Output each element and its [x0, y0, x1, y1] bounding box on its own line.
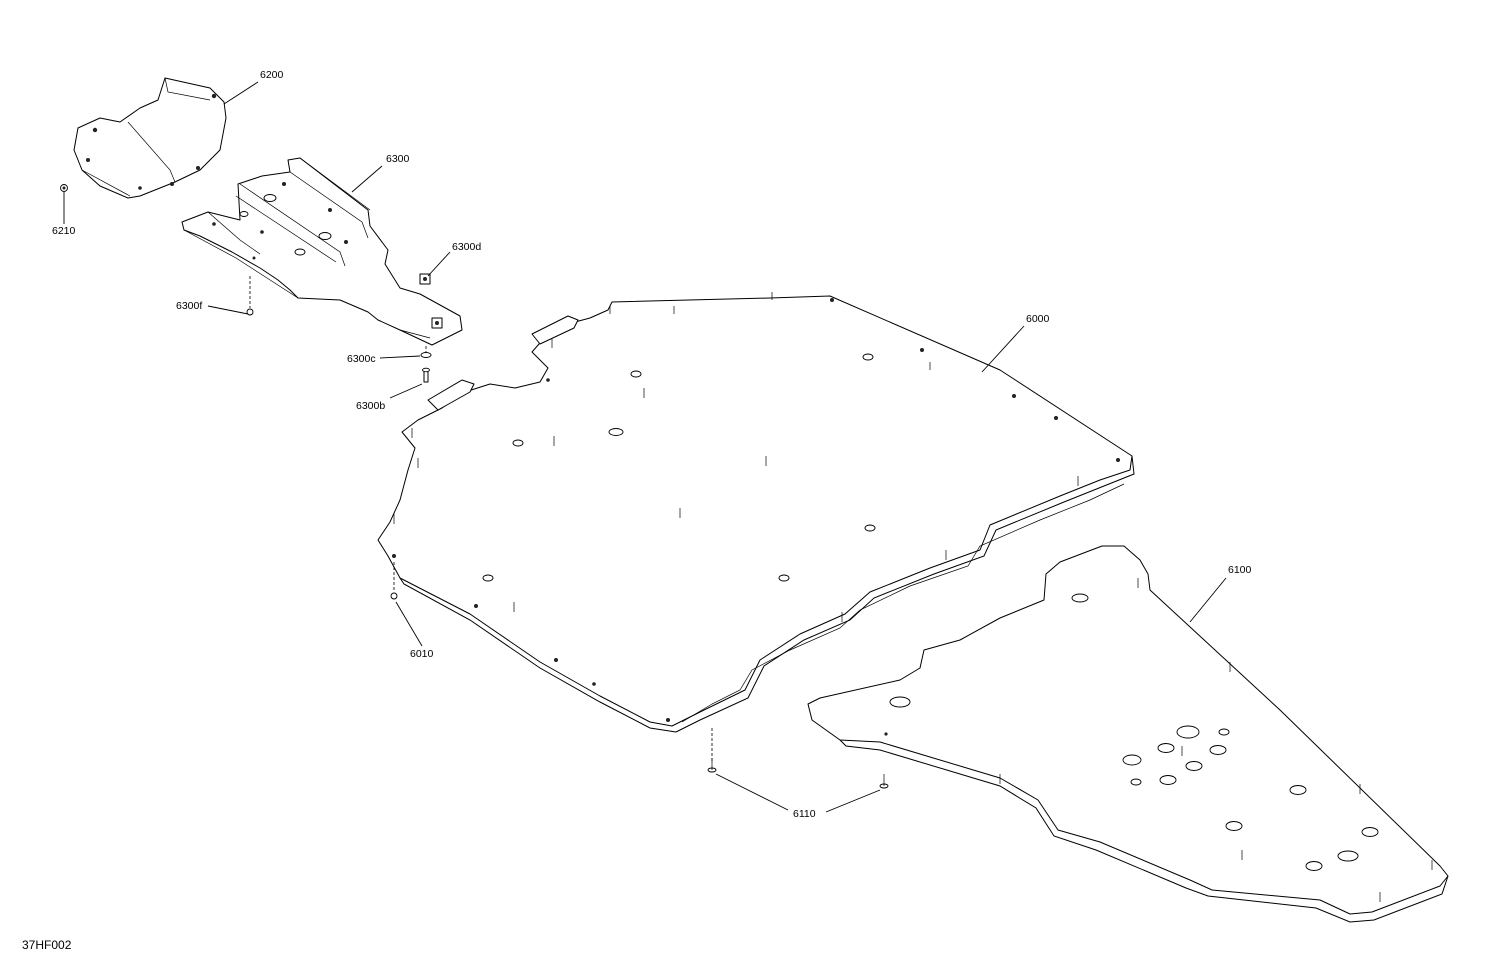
- part-6100-rear-plate: [807, 545, 1449, 923]
- part-6000-main-plate: [377, 292, 1135, 733]
- callout-6200: 6200: [260, 69, 284, 81]
- part-6110-screws: [707, 728, 889, 789]
- callout-6010: 6010: [410, 648, 434, 660]
- callout-6000: 6000: [1026, 313, 1050, 325]
- callout-6110: 6110: [793, 808, 816, 820]
- callout-6300: 6300: [386, 153, 410, 165]
- callout-labels: 6200 6210 6300 6300d 6300f 6300c 6300b 6…: [52, 69, 1252, 820]
- part-6300d-clip: [419, 273, 431, 285]
- figure-code: 37HF002: [22, 938, 72, 952]
- part-6300-mid-plate: [181, 157, 463, 346]
- hardware-6300-fasteners: [246, 276, 432, 383]
- callout-6300f: 6300f: [176, 300, 202, 312]
- part-6210-screw: [60, 184, 68, 192]
- callout-6300c: 6300c: [347, 353, 376, 365]
- part-6200-front-plate: [73, 77, 227, 199]
- callout-6300d: 6300d: [452, 241, 481, 253]
- callout-6100: 6100: [1228, 564, 1252, 576]
- leader-lines: [63, 81, 1227, 813]
- part-6010-screw: [390, 562, 398, 600]
- callout-6210: 6210: [52, 225, 76, 237]
- callout-6300b: 6300b: [356, 400, 385, 412]
